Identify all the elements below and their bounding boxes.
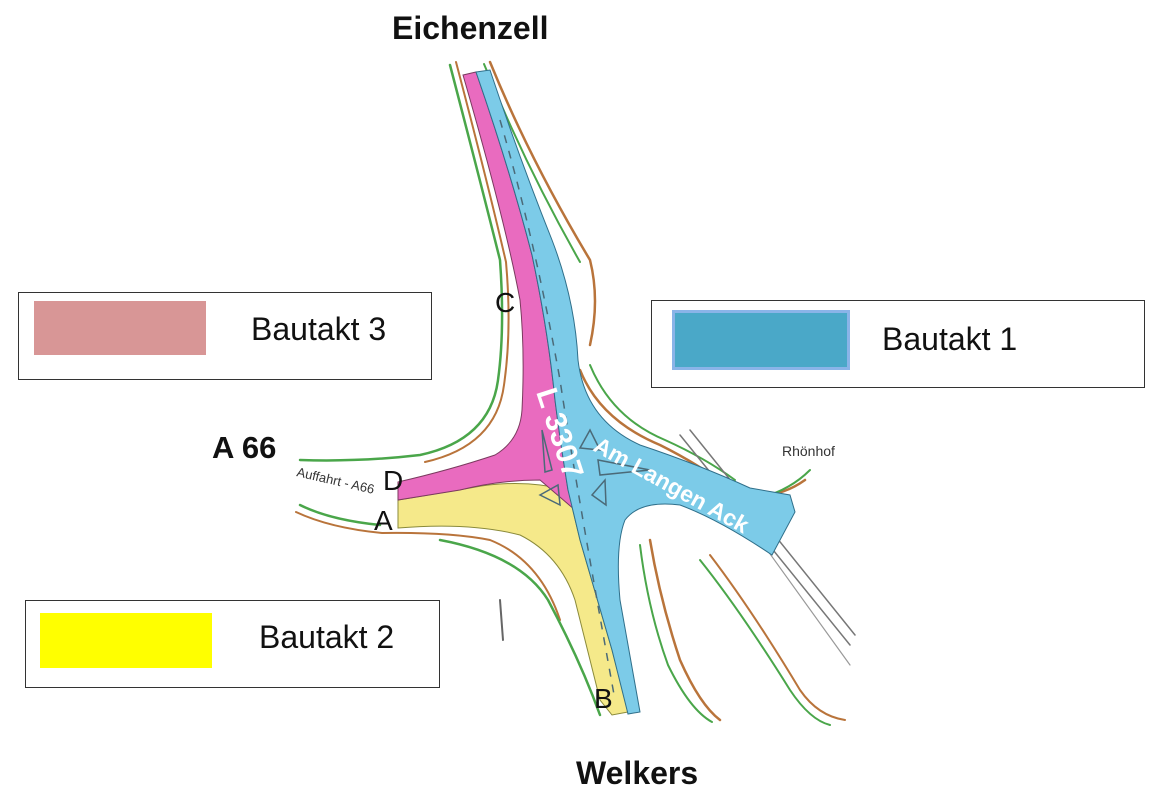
edge-line-ramp xyxy=(298,503,382,527)
island-north xyxy=(541,429,553,473)
edge-line-south-east-2 xyxy=(639,544,713,723)
edge-line-east-lower-2 xyxy=(709,554,846,721)
legend-label-bautakt-3: Bautakt 3 xyxy=(251,311,387,347)
legend-box-bautakt-3: Bautakt 3 xyxy=(18,292,432,380)
legend-swatch-bautakt-3 xyxy=(34,301,206,355)
legend-label-bautakt-2: Bautakt 2 xyxy=(259,619,395,655)
rail-line-3 xyxy=(759,539,851,666)
ramp-label: Auffahrt - A66 xyxy=(295,464,376,496)
phase-2-area xyxy=(397,483,629,716)
edge-line-north-east xyxy=(488,60,597,347)
point-label-a: A xyxy=(374,505,393,536)
edge-line-south-west xyxy=(438,538,602,717)
locality-label: Rhönhof xyxy=(782,443,835,459)
edge-line-east-lower xyxy=(699,559,831,726)
legend-swatch-bautakt-2 xyxy=(40,613,212,668)
point-label-c: C xyxy=(495,287,515,318)
island-east xyxy=(590,478,607,507)
legend-label-bautakt-1: Bautakt 1 xyxy=(882,321,1018,357)
island-west xyxy=(538,483,561,507)
legend-box-bautakt-1: Bautakt 1 xyxy=(651,300,1145,388)
edge-line-north-west-2 xyxy=(424,61,510,463)
edge-line-east-upper-2 xyxy=(589,364,736,481)
edge-line-south-east xyxy=(648,538,722,722)
legend-swatch-bautakt-1 xyxy=(675,313,847,367)
place-label-south: Welkers xyxy=(576,755,699,791)
place-label-west: A 66 xyxy=(212,430,277,465)
point-label-b: B xyxy=(594,683,613,714)
island-northeast xyxy=(578,428,602,451)
phase-1-area xyxy=(475,69,796,715)
island-east-2 xyxy=(597,459,651,476)
legend-box-bautakt-2: Bautakt 2 xyxy=(25,600,440,688)
edge-line-north-west xyxy=(298,63,504,462)
place-label-north: Eichenzell xyxy=(392,10,549,46)
lane-centre xyxy=(499,119,616,701)
small-line xyxy=(499,599,504,641)
point-label-d: D xyxy=(383,465,403,496)
edge-line-ramp-2 xyxy=(295,511,561,621)
